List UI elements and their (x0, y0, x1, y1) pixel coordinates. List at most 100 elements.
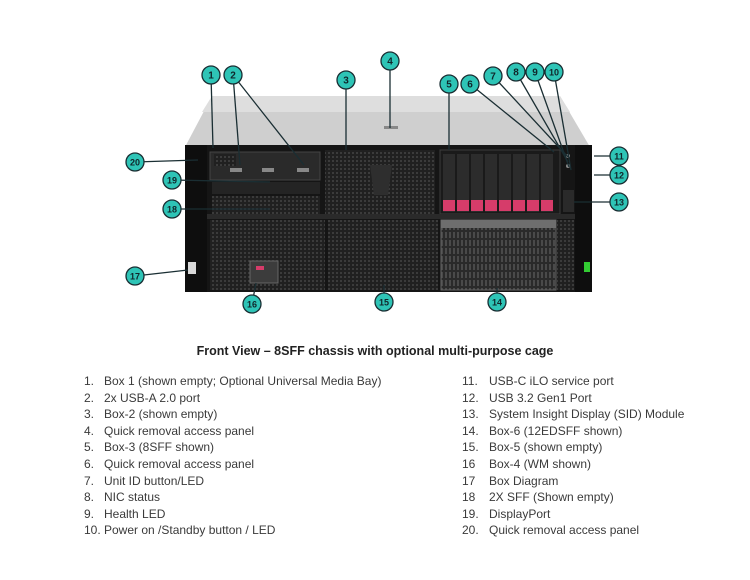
callout-circle (439, 74, 459, 94)
legend-text: Unit ID button/LED (104, 473, 205, 488)
leader-line (492, 75, 569, 158)
box3-drives (443, 154, 553, 212)
callout-circle (336, 70, 356, 90)
callout-5: 5 (439, 74, 459, 94)
callout-label: 6 (467, 80, 473, 91)
callout-label: 1 (208, 71, 214, 82)
right-ear (575, 145, 592, 292)
legend-number: 20. (462, 523, 479, 538)
box1-usb-c (297, 168, 309, 172)
leader-line (553, 71, 572, 171)
legend-item: 13.System Insight Display (SID) Module (462, 406, 684, 423)
callout-circle (162, 170, 182, 190)
legend-item: 11.USB-C iLO service port (462, 373, 684, 390)
legend-text: Quick removal access panel (104, 456, 255, 471)
box1-usb-a (230, 168, 242, 172)
callout-4: 4 (380, 51, 400, 71)
legend-text: Power on /Standby button / LED (104, 523, 276, 538)
legend-text: USB 3.2 Gen1 Port (489, 390, 592, 405)
callout-circle (460, 74, 480, 94)
callout-circle (125, 152, 145, 172)
callout-circle (609, 146, 629, 166)
box6-right-mesh (557, 220, 574, 290)
callout-6: 6 (460, 74, 480, 94)
callout-13: 13 (609, 192, 629, 212)
leader-line (232, 74, 305, 166)
legend-number: 3. (84, 407, 95, 422)
callout-label: 17 (130, 272, 140, 282)
callout-12: 12 (609, 165, 629, 185)
callout-circle (609, 192, 629, 212)
callout-circle (201, 65, 221, 85)
callout-circle (487, 292, 507, 312)
callout-label: 5 (446, 80, 452, 91)
callout-label: 19 (167, 176, 177, 186)
legend-left: 1.Box 1 (shown empty; Optional Universal… (84, 373, 381, 539)
callout-circle (125, 266, 145, 286)
callout-label: 18 (167, 205, 177, 215)
callout-circle (544, 62, 564, 82)
legend-item: 18 2X SFF (Shown empty) (462, 489, 684, 506)
callout-10: 10 (544, 62, 564, 82)
leader-line (232, 74, 241, 166)
legend-text: Box-5 (shown empty) (489, 440, 603, 455)
legend-text: 2X SFF (Shown empty) (489, 490, 614, 505)
legend-item: 1.Box 1 (shown empty; Optional Universal… (84, 373, 381, 390)
top-hp-label (384, 126, 398, 129)
legend-number: 5. (84, 440, 95, 455)
legend-item: 3.Box-2 (shown empty) (84, 406, 381, 423)
legend-text: 2x USB-A 2.0 port (104, 390, 201, 405)
leader-line (515, 71, 569, 163)
callout-label: 15 (379, 298, 389, 308)
callout-circle (162, 199, 182, 219)
callout-17: 17 (125, 266, 145, 286)
callout-18: 18 (162, 199, 182, 219)
callout-circle (223, 65, 243, 85)
callout-label: 12 (614, 171, 624, 181)
leader-lines (134, 61, 619, 305)
callout-label: 20 (130, 158, 140, 168)
diagram-caption: Front View – 8SFF chassis with optional … (196, 344, 554, 358)
leader-line (210, 74, 214, 149)
right-bottom-tag (584, 262, 590, 272)
callout-15: 15 (374, 292, 394, 312)
legend-number: 18 (462, 490, 476, 505)
callout-2: 2 (223, 65, 243, 85)
legend-item: 14.Box-6 (12EDSFF shown) (462, 423, 684, 440)
legend-item: 10.Power on /Standby button / LED (84, 522, 381, 539)
callout-16: 16 (242, 294, 262, 314)
legend-item: 20.Quick removal access panel (462, 522, 684, 539)
legend-number: 9. (84, 506, 95, 521)
legend-item: 2.2x USB-A 2.0 port (84, 390, 381, 407)
legend-number: 15. (462, 440, 479, 455)
box4-module-tag (256, 266, 264, 270)
callout-label: 11 (614, 152, 624, 162)
chassis-top-shade (202, 96, 570, 112)
box1-usb-b (262, 168, 274, 172)
legend-item: 4.Quick removal access panel (84, 423, 381, 440)
legend-number: 6. (84, 456, 95, 471)
legend-number: 11. (462, 374, 478, 388)
legend-text: Box-4 (WM shown) (489, 456, 592, 471)
callout-circle (483, 66, 503, 86)
callout-label: 10 (549, 68, 559, 78)
mid-separator (207, 214, 575, 219)
legend-text: NIC status (104, 490, 161, 505)
callout-circle (506, 62, 526, 82)
callout-circle (374, 292, 394, 312)
callout-circle (609, 165, 629, 185)
callout-circle (242, 294, 262, 314)
callout-label: 7 (490, 72, 496, 83)
callout-label: 2 (230, 71, 236, 82)
leader-line (134, 159, 199, 163)
callout-9: 9 (525, 62, 545, 82)
legend-text: DisplayPort (489, 506, 551, 521)
leader-line (534, 71, 570, 168)
callout-label: 16 (247, 300, 257, 310)
legend-item: 7.Unit ID button/LED (84, 473, 381, 490)
leader-line (469, 83, 555, 153)
legend-text: Box 1 (shown empty; Optional Universal M… (104, 374, 382, 388)
